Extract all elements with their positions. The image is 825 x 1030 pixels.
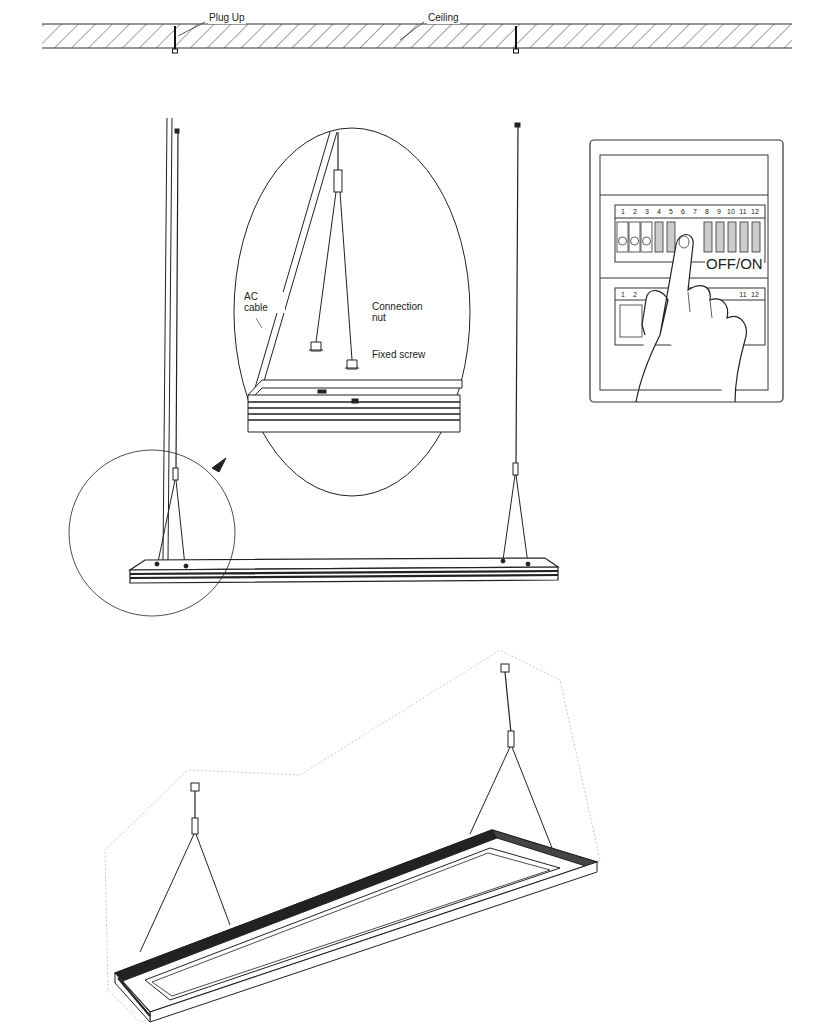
breaker-number: 1 — [618, 208, 628, 215]
breaker-number: 7 — [690, 208, 700, 215]
hanging-panel-perspective — [105, 650, 600, 1022]
breaker-number: 12 — [750, 291, 760, 298]
breaker-number: 4 — [654, 208, 664, 215]
breaker-number: 9 — [714, 208, 724, 215]
breaker-number: 2 — [630, 208, 640, 215]
breaker-panel — [590, 140, 783, 402]
part-label: Plug Up — [208, 13, 246, 24]
breaker-number: 3 — [642, 208, 652, 215]
part-label: Fixed screw — [371, 350, 426, 361]
ceiling — [42, 22, 792, 53]
breaker-number: 12 — [750, 208, 760, 215]
hanging-panel-side — [69, 118, 558, 616]
switch-label: OFF/ON — [705, 256, 764, 272]
breaker-number: 8 — [702, 208, 712, 215]
breaker-number: 11 — [738, 291, 748, 298]
breaker-number: 1 — [618, 291, 628, 298]
part-label: Ceiling — [427, 13, 460, 24]
part-label: AC cable — [243, 292, 285, 313]
breaker-number: 6 — [678, 208, 688, 215]
part-label: Connection nut — [371, 302, 435, 323]
detail-ellipse — [234, 128, 470, 496]
breaker-number: 11 — [738, 208, 748, 215]
breaker-number: 10 — [726, 208, 736, 215]
breaker-number: 2 — [630, 291, 640, 298]
breaker-number: 5 — [666, 208, 676, 215]
